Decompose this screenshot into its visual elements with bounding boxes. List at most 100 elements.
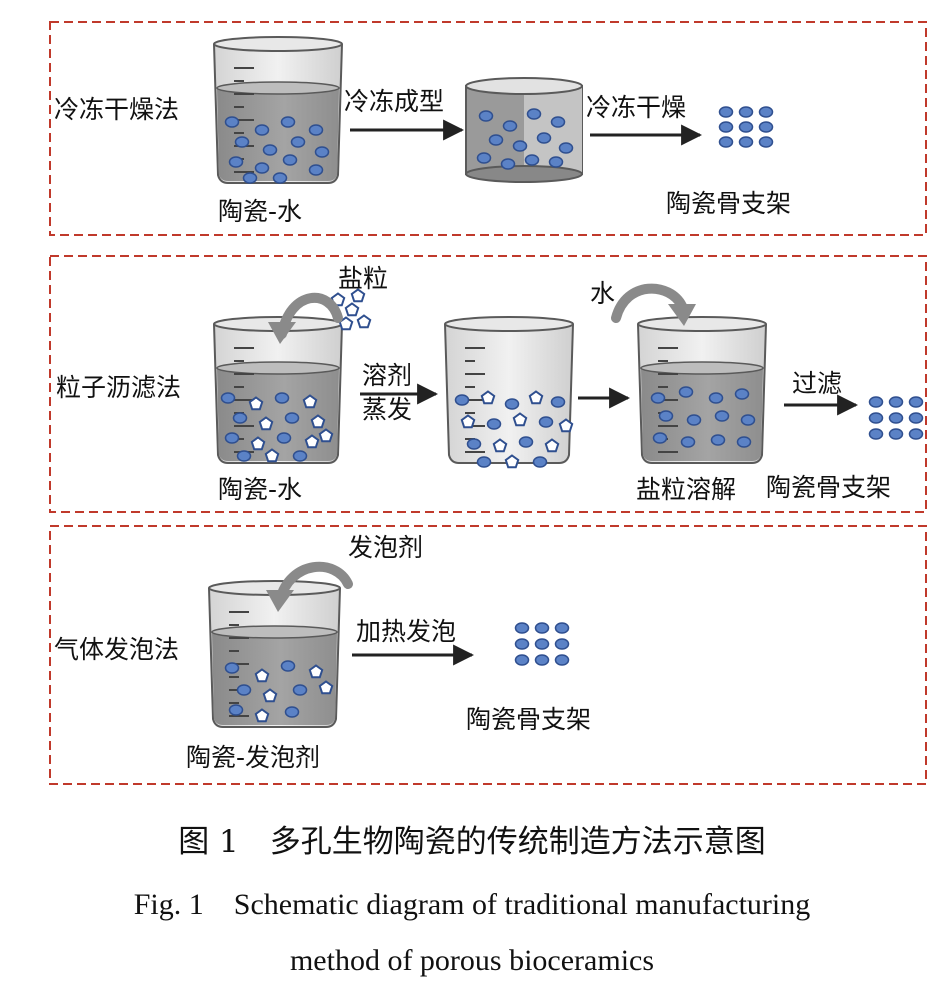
dots-gas-foaming-result-particle	[514, 638, 530, 650]
dots-freeze-drying-result-particle	[718, 106, 734, 118]
dots-particle-leaching-beaker-particle	[224, 432, 240, 444]
dots-freeze-drying-beaker-particle	[234, 136, 250, 148]
dots-freeze-drying-result-particle	[718, 121, 734, 133]
dots-freeze-drying-beaker-particle	[262, 144, 278, 156]
dots-freeze-drying-mold-particle	[548, 156, 564, 168]
dots-particle-leaching-result-particle	[908, 412, 924, 424]
dots-salt-dissolving-beaker-particle	[650, 392, 666, 404]
dots-particle-leaching-beaker-particle	[264, 448, 280, 463]
dots-freeze-drying-beaker-particle	[280, 116, 296, 128]
dots-particle-leaching-beaker-particle	[276, 432, 292, 444]
dots-particle-leaching-result-particle	[868, 428, 884, 440]
beaker-gas-foaming-liquid-surface	[211, 625, 338, 639]
dots-particle-leaching-beaker-particle	[248, 396, 264, 411]
dots-particle-leaching-beaker-particle	[220, 392, 236, 404]
dots-solvent-evaporated-beaker-particle	[518, 436, 534, 448]
curve-arrow-foaming-agent-head	[266, 590, 294, 612]
beaker-freeze-drying	[213, 36, 343, 184]
dots-freeze-drying-mold-particle	[488, 134, 504, 146]
additive-water: 水	[590, 279, 615, 308]
dots-solvent-evaporated-beaker-particle	[486, 418, 502, 430]
beaker-freeze-drying-rim	[213, 36, 343, 52]
dots-gas-foaming-result-particle	[554, 638, 570, 650]
dots-particle-leaching-result-particle	[888, 428, 904, 440]
salt-particles-added-particle	[344, 302, 360, 317]
dots-freeze-drying-mold-particle	[536, 132, 552, 144]
dots-solvent-evaporated-beaker	[454, 390, 574, 469]
dots-freeze-drying-result-particle	[718, 136, 734, 148]
dots-freeze-drying-beaker-particle	[224, 116, 240, 128]
dots-freeze-drying-beaker-particle	[290, 136, 306, 148]
dots-salt-dissolving-beaker-particle	[740, 414, 756, 426]
method-gas-foaming: 气体发泡法	[54, 635, 179, 664]
dots-freeze-drying-beaker-particle	[308, 164, 324, 176]
dots-gas-foaming-result-particle	[514, 654, 530, 666]
dots-salt-dissolving-beaker-particle	[678, 386, 694, 398]
method-freeze-drying: 冷冻干燥法	[54, 95, 179, 124]
dots-salt-dissolving-beaker-particle	[708, 392, 724, 404]
dots-gas-foaming-result-particle	[534, 622, 550, 634]
dots-particle-leaching-beaker-particle	[274, 392, 290, 404]
dots-freeze-drying-mold-particle	[558, 142, 574, 154]
dots-freeze-drying-mold-particle	[500, 158, 516, 170]
dots-solvent-evaporated-beaker-particle	[476, 456, 492, 468]
salt-particles-added-particle	[350, 288, 366, 303]
dots-freeze-drying-mold-particle	[502, 120, 518, 132]
dots-freeze-drying-mold-particle	[526, 108, 542, 120]
curve-arrow-water	[611, 283, 687, 323]
panel-gas-foaming-border	[49, 525, 927, 785]
dots-solvent-evaporated-beaker-particle	[492, 438, 508, 453]
dots-freeze-drying-mold-particle	[550, 116, 566, 128]
dots-gas-foaming-beaker	[224, 660, 334, 723]
dots-particle-leaching-beaker	[220, 392, 334, 463]
additive-salt: 盐粒	[338, 264, 388, 293]
beaker-salt-dissolving-liquid	[641, 368, 763, 461]
panel-particle-leaching-border	[49, 255, 927, 513]
dots-freeze-drying-mold	[476, 108, 574, 170]
mold-freeze-drying-bottom	[465, 165, 583, 183]
dots-freeze-drying-result-particle	[738, 136, 754, 148]
dots-freeze-drying-beaker-particle	[308, 124, 324, 136]
beaker-salt-dissolving	[637, 316, 767, 464]
dots-gas-foaming-beaker-particle	[254, 708, 270, 723]
dots-freeze-drying-mold-particle	[524, 154, 540, 166]
caption-en-line1: Fig. 1 Schematic diagram of traditional …	[134, 888, 810, 921]
dots-solvent-evaporated-beaker-particle	[528, 390, 544, 405]
dots-freeze-drying-result-particle	[758, 136, 774, 148]
result-label-gas-foaming: 陶瓷骨支架	[466, 705, 591, 734]
dots-freeze-drying-beaker-particle	[228, 156, 244, 168]
dots-freeze-drying-beaker-particle	[272, 172, 288, 184]
label-salt-dissolved: 盐粒溶解	[636, 475, 736, 504]
dots-freeze-drying-mold-particle	[478, 110, 494, 122]
panel-freeze-drying-border	[49, 21, 927, 236]
dots-particle-leaching-result-particle	[908, 396, 924, 408]
dots-salt-dissolving-beaker	[650, 386, 756, 448]
dots-particle-leaching-result-particle	[888, 412, 904, 424]
step-heat-foaming: 加热发泡	[356, 617, 456, 646]
dots-gas-foaming-beaker-particle	[228, 704, 244, 716]
result-label-freeze-drying: 陶瓷骨支架	[666, 189, 791, 218]
dots-particle-leaching-result	[868, 396, 924, 440]
dots-freeze-drying-beaker-particle	[254, 162, 270, 174]
dots-solvent-evaporated-beaker-particle	[504, 454, 520, 469]
dots-solvent-evaporated-beaker-particle	[480, 390, 496, 405]
dots-freeze-drying-beaker-particle	[242, 172, 258, 184]
beaker-freeze-drying-liquid-surface	[216, 81, 340, 95]
result-label-particle-leaching: 陶瓷骨支架	[766, 473, 891, 502]
dots-particle-leaching-result-particle	[888, 396, 904, 408]
dots-salt-dissolving-beaker-particle	[652, 432, 668, 444]
dots-freeze-drying-result	[718, 106, 774, 148]
dots-freeze-drying-beaker-particle	[314, 146, 330, 158]
dots-solvent-evaporated-beaker-particle	[538, 416, 554, 428]
dots-solvent-evaporated-beaker-particle	[454, 394, 470, 406]
step-solvent: 溶剂	[362, 361, 412, 390]
curve-arrow-foaming-agent	[275, 561, 353, 605]
beaker-label-particle-leaching: 陶瓷-水	[218, 475, 302, 504]
dots-particle-leaching-beaker-particle	[302, 394, 318, 409]
dots-gas-foaming-beaker-particle	[318, 680, 334, 695]
dots-gas-foaming-beaker-particle	[236, 684, 252, 696]
dots-freeze-drying-result-particle	[738, 106, 754, 118]
beaker-solvent-evaporated-rim	[444, 316, 574, 332]
dots-solvent-evaporated-beaker-particle	[558, 418, 574, 433]
dots-particle-leaching-beaker-particle	[318, 428, 334, 443]
